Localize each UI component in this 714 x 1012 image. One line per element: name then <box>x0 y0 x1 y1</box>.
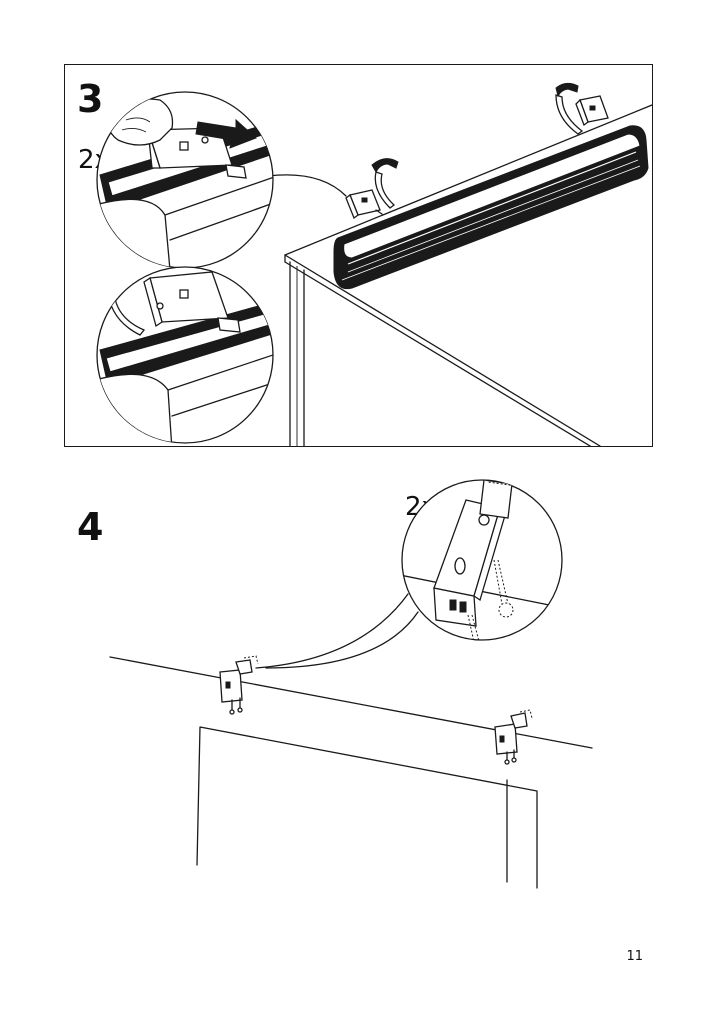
rail-bracket-left <box>345 189 383 220</box>
page-number: 11 <box>626 949 643 964</box>
rotate-arrow-icon <box>555 82 584 135</box>
step-3-number: 3 <box>77 77 104 121</box>
rotate-arrow-icon <box>105 271 135 290</box>
wall-bracket-left <box>219 655 259 715</box>
step-3-scene <box>96 82 652 446</box>
step-4-scene <box>109 479 593 889</box>
rail-bracket-right <box>575 95 609 127</box>
detail-3-contents <box>402 480 562 640</box>
rail <box>333 125 649 290</box>
rotate-arrow-icon <box>371 158 399 209</box>
step-3-panel <box>64 64 653 447</box>
detail-2-contents <box>97 271 273 443</box>
step-4-number: 4 <box>77 505 104 549</box>
push-arrow-icon <box>195 118 257 149</box>
wall-bracket-right <box>494 709 533 765</box>
